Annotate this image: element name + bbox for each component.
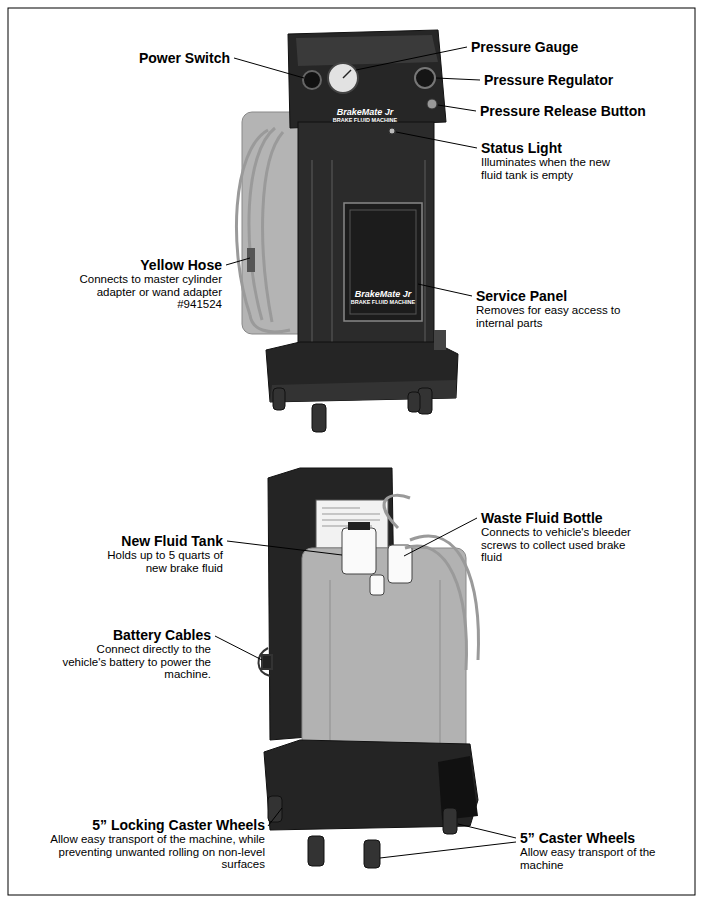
part-name: 5” Caster Wheels (520, 830, 690, 846)
front-wheels (273, 388, 285, 410)
leader-lines (234, 58, 304, 78)
machine-front (311, 160, 313, 360)
leader-lines (404, 518, 477, 556)
machine-rear (322, 520, 380, 521)
rear-wheels (268, 796, 282, 822)
leader-lines (356, 47, 467, 70)
part-name: Service Panel (476, 288, 626, 304)
rear-hose (405, 546, 466, 670)
leader-lines (215, 636, 262, 660)
frame (8, 8, 695, 895)
part-description: Connects to master cylinder adapter or w… (72, 273, 222, 311)
machine-rear (322, 508, 360, 509)
part-name: Waste Fluid Bottle (481, 510, 681, 526)
rear-wheels (268, 796, 457, 868)
leader-lines (268, 808, 282, 826)
yellow-hose-coil (236, 128, 290, 332)
rear-wheels (364, 840, 380, 868)
machine-front (312, 160, 425, 360)
leader-lines (438, 105, 476, 111)
new-fluid-tank-shape (342, 528, 376, 574)
part-name: 5” Locking Caster Wheels (25, 817, 265, 833)
leader-lines (436, 78, 480, 80)
leader-lines (227, 541, 342, 555)
part-description: Connect directly to the vehicle's batter… (61, 643, 211, 681)
battery-cables-shape (258, 648, 272, 676)
machine-front (424, 160, 426, 360)
brand-subtitle: BRAKE FLUID MACHINE (344, 299, 422, 305)
machine-rear (348, 522, 370, 530)
yellow-hose-coil (250, 315, 290, 332)
part-description: Removes for easy access to internal part… (476, 304, 626, 329)
front-wheels (312, 404, 326, 432)
rear-wheels (308, 836, 324, 866)
machine-front (288, 30, 446, 128)
release-button-shape (427, 99, 437, 109)
rear-hose (384, 495, 410, 528)
pressure-regulator-shape (415, 68, 435, 88)
part-name: Pressure Release Button (480, 103, 680, 119)
front-wheels (273, 388, 432, 432)
part-name: New Fluid Tank (63, 533, 223, 549)
power-switch-shape (303, 71, 321, 89)
machine-rear (439, 580, 441, 770)
waste-bottle-shape (388, 545, 412, 583)
leader-lines (458, 824, 516, 838)
leader-lines (396, 132, 477, 148)
yellow-hose-coil (263, 132, 283, 322)
brand-logo: BrakeMate Jr (300, 107, 430, 117)
part-description: Illuminates when the new fluid tank is e… (481, 156, 616, 181)
machine-rear (258, 468, 478, 868)
part-name: Yellow Hose (82, 257, 222, 273)
machine-front (298, 122, 434, 370)
leader-lines (226, 258, 250, 265)
machine-rear (370, 575, 384, 595)
service-panel-shape (344, 203, 422, 321)
machine-rear (322, 514, 380, 515)
machine-front (296, 35, 438, 66)
leader-lines (215, 47, 516, 858)
leader-lines (418, 284, 472, 296)
part-name: Pressure Gauge (471, 39, 631, 55)
part-description: Allow easy transport of the machine, whi… (30, 833, 265, 871)
front-wheels (408, 392, 420, 412)
machine-front (434, 330, 446, 350)
machine-front (331, 160, 333, 360)
brand-logo: BrakeMate Jr (344, 289, 422, 299)
battery-cables-shape (262, 655, 272, 669)
leader-lines (380, 842, 516, 858)
rear-wheels (443, 808, 457, 834)
part-description: Holds up to 5 quarts of new brake fluid (93, 549, 223, 574)
part-name: Status Light (481, 140, 631, 156)
machine-front (236, 30, 458, 432)
machine-front (343, 70, 351, 78)
part-name: Battery Cables (51, 627, 211, 643)
rear-hose (410, 536, 478, 660)
part-name: Power Switch (90, 50, 230, 66)
part-description: Allow easy transport of the machine (520, 846, 680, 871)
rear-hose (384, 495, 478, 670)
machine-front (247, 248, 255, 272)
status-light-shape (389, 128, 395, 134)
part-description: Connects to vehicle's bleeder screws to … (481, 526, 631, 564)
part-name: Pressure Regulator (484, 72, 654, 88)
brand-subtitle: BRAKE FLUID MACHINE (300, 117, 430, 123)
pressure-gauge-shape (328, 63, 358, 93)
